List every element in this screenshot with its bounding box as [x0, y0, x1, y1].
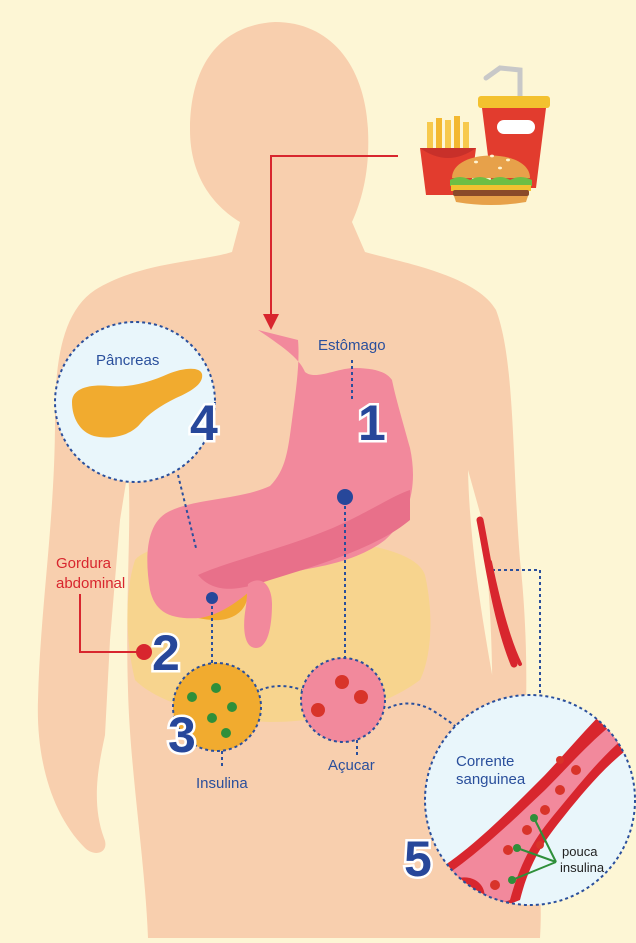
sugar-molecule	[311, 703, 325, 717]
abdominal-fat-label: Gordura	[56, 555, 112, 572]
sugar-zoom-circle	[301, 658, 385, 742]
stomach-label: Estômago	[318, 337, 386, 354]
sugar-label: Açucar	[328, 757, 375, 774]
insulin-molecule	[227, 702, 237, 712]
bloodstream-label: Corrente	[456, 753, 514, 770]
abdominal-fat-label: abdominal	[56, 575, 125, 592]
sugar-molecule	[490, 880, 500, 890]
bloodstream-label: sanguinea	[456, 771, 526, 788]
pancreas-label: Pâncreas	[96, 352, 159, 369]
stomach-point-marker	[337, 489, 353, 505]
step-number-5: 5	[404, 831, 432, 887]
sugar-molecule	[556, 756, 564, 764]
sugar-molecule	[522, 825, 532, 835]
sugar-molecule	[335, 675, 349, 689]
step-number-1: 1	[358, 395, 386, 451]
abdominal-fat-marker	[136, 644, 152, 660]
pancreas-point-marker	[206, 592, 218, 604]
insulin-molecule	[211, 683, 221, 693]
low-insulin-label: pouca	[562, 844, 598, 859]
sugar-molecule	[555, 785, 565, 795]
fast-food-group	[420, 68, 550, 205]
sugar-molecule	[536, 841, 544, 849]
step-number-2: 2	[152, 625, 180, 681]
insulin-label: Insulina	[196, 775, 248, 792]
insulin-molecule	[221, 728, 231, 738]
sugar-molecule	[503, 845, 513, 855]
sugar-molecule	[540, 805, 550, 815]
sugar-molecule	[571, 765, 581, 775]
insulin-molecule	[187, 692, 197, 702]
step-number-3: 3	[168, 707, 196, 763]
step-number-4: 4	[190, 395, 218, 451]
low-insulin-label: insulina	[560, 860, 605, 875]
sugar-molecule	[354, 690, 368, 704]
insulin-molecule	[207, 713, 217, 723]
